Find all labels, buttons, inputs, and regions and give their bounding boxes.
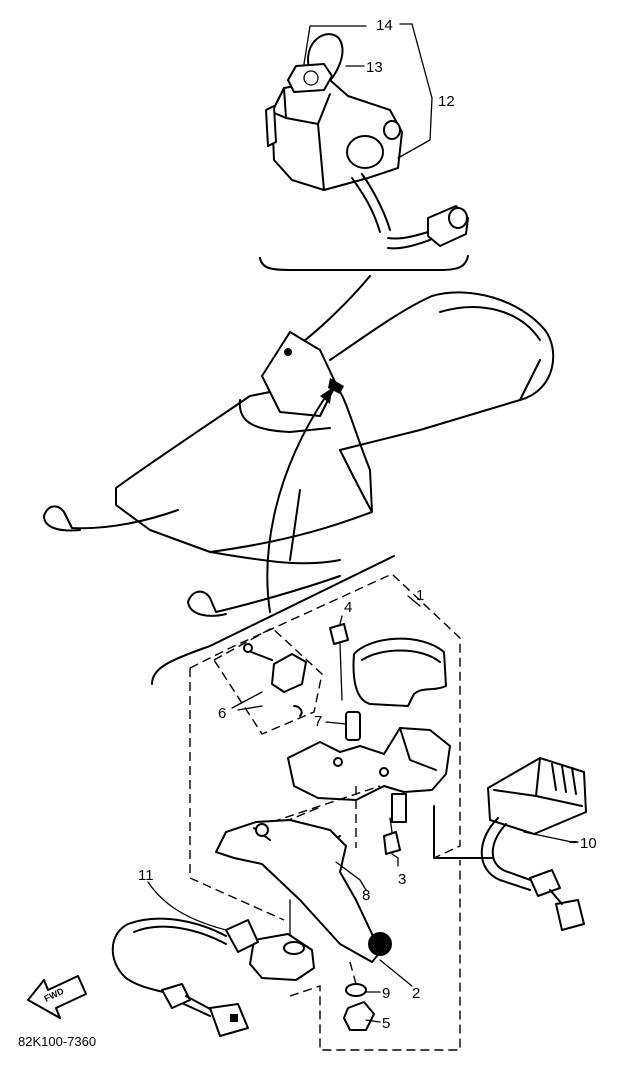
callout-7: 7 xyxy=(314,713,322,730)
callout-12: 12 xyxy=(438,93,455,110)
detail-bracket-top xyxy=(259,255,469,271)
callout-13: 13 xyxy=(366,59,383,76)
callout-5: 5 xyxy=(382,1015,390,1032)
snowmobile-illustration xyxy=(43,291,555,617)
detail-bracket-lower xyxy=(151,555,395,685)
callout-6: 6 xyxy=(218,705,226,722)
fwd-arrow-icon: FWD xyxy=(27,975,87,1019)
callout-10: 10 xyxy=(580,835,597,852)
cable-11 xyxy=(111,917,249,1037)
callout-1: 1 xyxy=(416,587,424,604)
pointer-arrow-lower xyxy=(266,388,332,613)
callout-14: 14 xyxy=(376,17,393,34)
switch-assembly-top xyxy=(265,23,469,250)
callout-leaders xyxy=(147,615,579,1023)
callout-3: 3 xyxy=(398,871,406,888)
callout-4: 4 xyxy=(344,599,352,616)
diagram-code: 82K100-7360 xyxy=(18,1034,96,1049)
callout-9: 9 xyxy=(382,985,390,1002)
lever-holder-parts xyxy=(215,623,451,1031)
callout-11: 11 xyxy=(138,867,154,884)
unit-10 xyxy=(433,757,587,931)
callout-2: 2 xyxy=(412,985,420,1002)
assembly-boundary-1 xyxy=(189,573,461,1051)
callout-8: 8 xyxy=(362,887,370,904)
